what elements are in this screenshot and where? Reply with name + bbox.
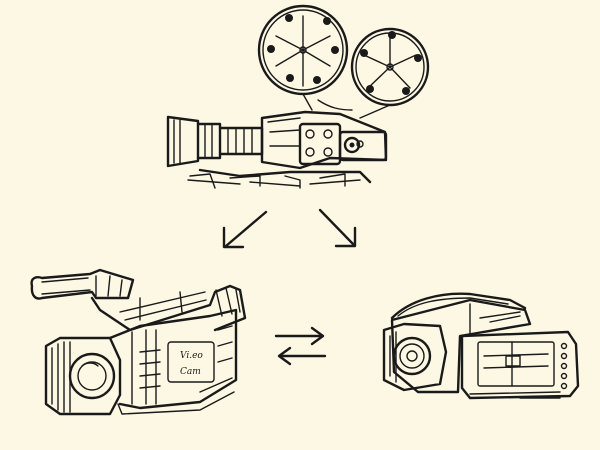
projector-reel-right bbox=[350, 27, 430, 107]
pro-camcorder-text-line2: Cam bbox=[180, 367, 201, 377]
pro-camcorder-icon: Vi.eo Cam bbox=[30, 268, 247, 416]
left-right-arrows-icon bbox=[274, 326, 327, 366]
film-projector-icon bbox=[166, 4, 430, 189]
projector-reel-left bbox=[257, 4, 349, 96]
handheld-camcorder-icon bbox=[382, 292, 580, 400]
pro-camcorder-text-line1: Vi.eo bbox=[180, 351, 203, 361]
arrow-down-right-icon bbox=[318, 208, 357, 248]
arrow-down-left-icon bbox=[222, 210, 268, 249]
